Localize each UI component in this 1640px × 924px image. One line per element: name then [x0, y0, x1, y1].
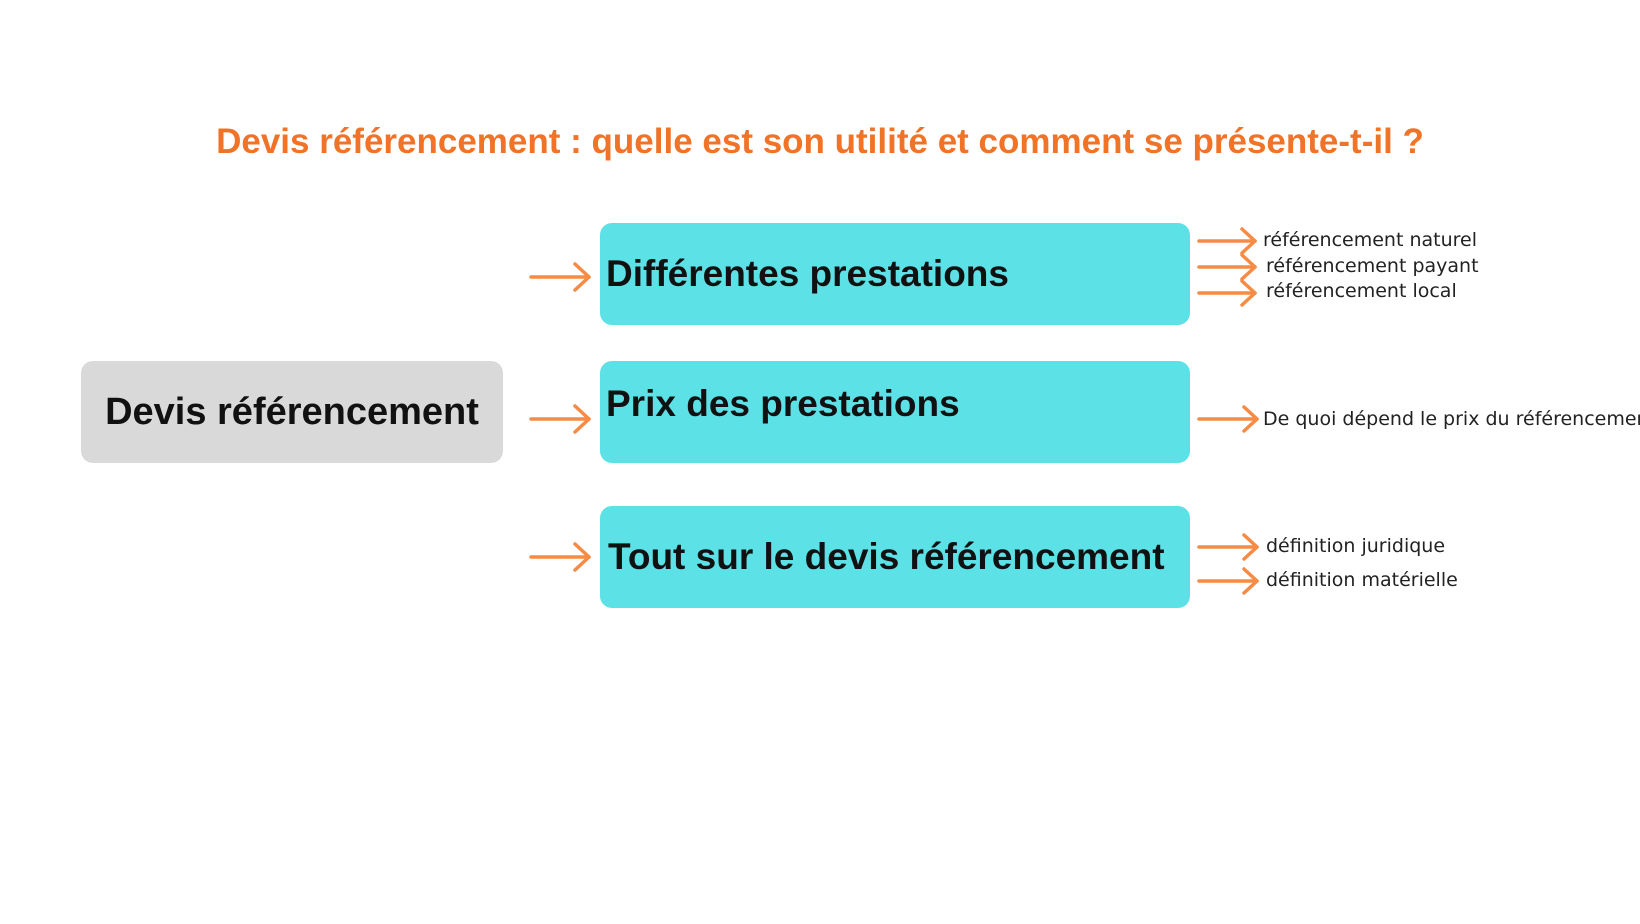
branch-node-prix: Prix des prestations — [600, 361, 1190, 463]
branch-label: Différentes prestations — [606, 253, 1009, 294]
root-node-label: Devis référencement — [105, 390, 479, 433]
branch-label: Tout sur le devis référencement — [608, 536, 1165, 577]
leaf-definition-juridique: définition juridique — [1266, 535, 1446, 557]
root-node: Devis référencement — [81, 361, 503, 463]
arrow-icon — [1197, 405, 1259, 433]
arrow-icon — [529, 262, 591, 292]
arrow-icon — [1197, 533, 1259, 561]
leaf-referencement-naturel: référencement naturel — [1263, 229, 1477, 251]
branch-label: Prix des prestations — [606, 383, 960, 424]
arrow-icon — [1197, 279, 1257, 307]
branch-node-prestations: Différentes prestations — [600, 223, 1190, 325]
leaf-prix-referencement: De quoi dépend le prix du référencement … — [1263, 408, 1640, 430]
arrow-icon — [529, 542, 591, 572]
arrow-icon — [529, 404, 591, 434]
leaf-definition-materielle: définition matérielle — [1266, 569, 1458, 591]
leaf-referencement-local: référencement local — [1266, 280, 1457, 302]
arrow-icon — [1197, 567, 1259, 595]
leaf-referencement-payant: référencement payant — [1266, 255, 1479, 277]
arrow-icon — [1197, 227, 1257, 255]
branch-node-devis: Tout sur le devis référencement — [600, 506, 1190, 608]
arrow-icon — [1197, 253, 1257, 281]
page-title: Devis référencement : quelle est son uti… — [216, 122, 1424, 161]
